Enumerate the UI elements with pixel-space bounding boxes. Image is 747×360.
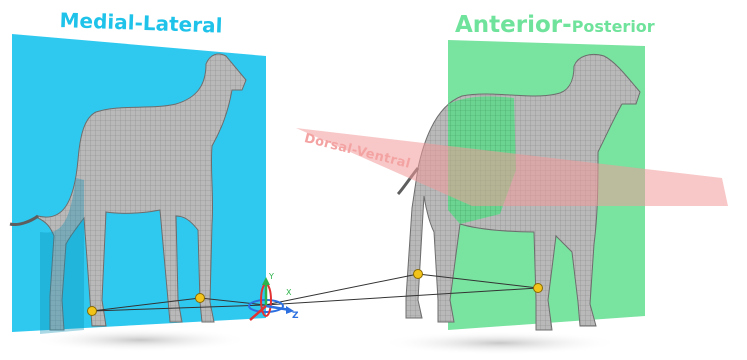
anterior-label-part: Anterior- <box>455 12 572 38</box>
ground-shadow-right <box>380 331 620 355</box>
marker-left-fore <box>196 294 205 303</box>
x-axis-label: X <box>286 288 292 297</box>
marker-right-fore <box>534 284 543 293</box>
marker-right-hind <box>414 270 423 279</box>
posterior-label-part: Posterior <box>572 17 655 36</box>
y-axis-label: Y <box>268 272 274 281</box>
z-axis-label: Z <box>292 311 299 321</box>
anterior-posterior-label: Anterior-Posterior <box>455 14 655 37</box>
medial-lateral-label: Medial-Lateral <box>59 10 222 36</box>
marker-left-hind <box>88 307 97 316</box>
